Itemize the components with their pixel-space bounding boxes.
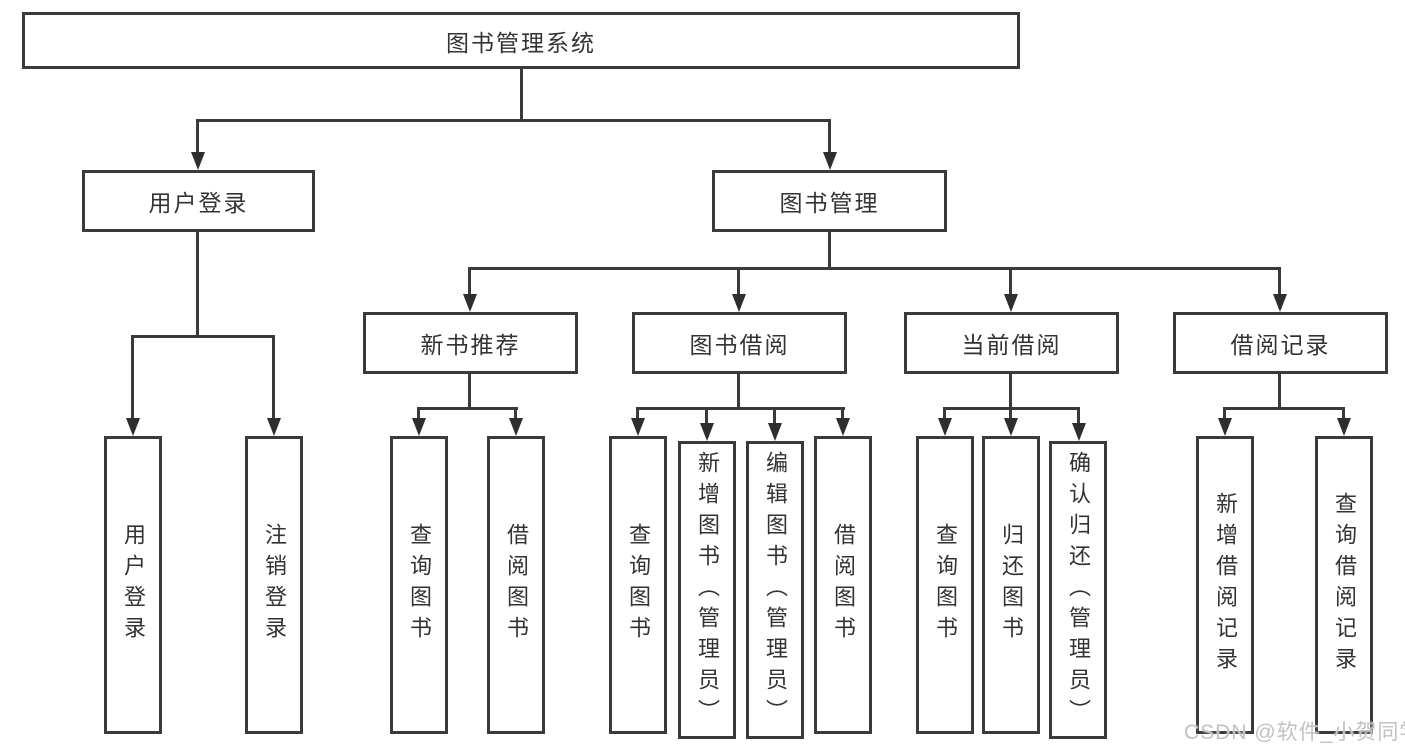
arrowhead-icon bbox=[509, 418, 523, 436]
node-user-login: 用户登录 bbox=[82, 170, 315, 232]
node-borrowing-records: 借阅记录 bbox=[1173, 312, 1388, 374]
arrowhead-icon bbox=[631, 418, 645, 436]
connector-line bbox=[841, 407, 844, 419]
connector-line bbox=[1009, 267, 1012, 295]
arrowhead-icon bbox=[700, 423, 714, 441]
leaf-label: 新增借阅记录 bbox=[1213, 492, 1238, 678]
leaf-user-login: 用户登录 bbox=[104, 436, 162, 734]
arrowhead-icon bbox=[1072, 423, 1086, 441]
leaf-add-books-admin: 新增图书（管理员） bbox=[678, 441, 736, 739]
connector-line bbox=[468, 374, 471, 408]
connector-line bbox=[705, 407, 708, 424]
arrowhead-icon bbox=[836, 418, 850, 436]
connector-line bbox=[1224, 407, 1345, 410]
node-label: 图书借阅 bbox=[689, 332, 790, 358]
leaf-label: 新增图书（管理员） bbox=[695, 450, 720, 730]
leaf-query-books-current: 查询图书 bbox=[916, 436, 974, 734]
connector-line bbox=[468, 267, 471, 295]
node-label: 图书管理系统 bbox=[446, 29, 596, 56]
connector-line bbox=[1342, 407, 1345, 419]
arrowhead-icon bbox=[412, 418, 426, 436]
node-label: 图书管理 bbox=[779, 190, 880, 216]
node-label: 借阅记录 bbox=[1230, 332, 1331, 358]
arrowhead-icon bbox=[1273, 294, 1287, 312]
node-book-borrowing: 图书借阅 bbox=[632, 312, 847, 374]
connector-line bbox=[637, 407, 845, 410]
leaf-label: 用户登录 bbox=[121, 523, 146, 647]
leaf-query-books-borrowing: 查询图书 bbox=[609, 436, 667, 734]
connector-line bbox=[828, 232, 831, 268]
connector-line bbox=[1223, 407, 1226, 419]
connector-line bbox=[196, 232, 199, 336]
connector-line bbox=[514, 407, 517, 419]
arrowhead-icon bbox=[1337, 418, 1351, 436]
leaf-label: 确认归还（管理员） bbox=[1066, 450, 1091, 730]
node-label: 新书推荐 bbox=[420, 332, 521, 358]
connector-line bbox=[1278, 267, 1281, 295]
leaf-label: 借阅图书 bbox=[504, 523, 529, 647]
connector-line bbox=[197, 119, 830, 122]
connector-line bbox=[773, 407, 776, 424]
connector-line bbox=[196, 119, 199, 153]
csdn-watermark: CSDN @软件_小贺同学 bbox=[1184, 721, 1405, 744]
leaf-return-books: 归还图书 bbox=[982, 436, 1040, 734]
leaf-confirm-return-admin: 确认归还（管理员） bbox=[1049, 441, 1107, 739]
connector-line bbox=[943, 407, 946, 419]
node-library-system: 图书管理系统 bbox=[22, 12, 1020, 69]
connector-line bbox=[418, 407, 518, 410]
connector-line bbox=[737, 267, 740, 295]
leaf-borrow-books-recommend: 借阅图书 bbox=[487, 436, 545, 734]
arrowhead-icon bbox=[1004, 418, 1018, 436]
leaf-label: 查询借阅记录 bbox=[1332, 492, 1357, 678]
connector-line bbox=[417, 407, 420, 419]
leaf-label: 借阅图书 bbox=[831, 523, 856, 647]
arrowhead-icon bbox=[768, 423, 782, 441]
connector-line bbox=[469, 267, 1281, 270]
arrowhead-icon bbox=[1218, 418, 1232, 436]
connector-line bbox=[1278, 374, 1281, 408]
arrowhead-icon bbox=[938, 418, 952, 436]
leaf-label: 注销登录 bbox=[262, 523, 287, 647]
leaf-logout: 注销登录 bbox=[245, 436, 303, 734]
leaf-label: 查询图书 bbox=[626, 523, 651, 647]
connector-line bbox=[1009, 407, 1012, 419]
leaf-label: 查询图书 bbox=[933, 523, 958, 647]
arrowhead-icon bbox=[732, 294, 746, 312]
arrowhead-icon bbox=[823, 152, 837, 170]
leaf-label: 编辑图书（管理员） bbox=[763, 450, 788, 730]
connector-line bbox=[737, 374, 740, 408]
leaf-add-borrow-record: 新增借阅记录 bbox=[1196, 436, 1254, 734]
node-label: 当前借阅 bbox=[961, 332, 1062, 358]
arrowhead-icon bbox=[1004, 294, 1018, 312]
arrowhead-icon bbox=[191, 152, 205, 170]
connector-line bbox=[636, 407, 639, 419]
leaf-query-borrow-record: 查询借阅记录 bbox=[1315, 436, 1373, 734]
connector-line bbox=[132, 335, 274, 338]
arrowhead-icon bbox=[267, 418, 281, 436]
leaf-label: 归还图书 bbox=[999, 523, 1024, 647]
leaf-label: 查询图书 bbox=[407, 523, 432, 647]
connector-line bbox=[828, 119, 831, 153]
connector-line bbox=[520, 69, 523, 120]
arrowhead-icon bbox=[463, 294, 477, 312]
connector-line bbox=[944, 407, 1080, 410]
connector-line bbox=[272, 335, 275, 418]
leaf-edit-books-admin: 编辑图书（管理员） bbox=[746, 441, 804, 739]
arrowhead-icon bbox=[126, 418, 140, 436]
node-label: 用户登录 bbox=[148, 190, 249, 216]
connector-line bbox=[131, 335, 134, 418]
connector-line bbox=[1009, 374, 1012, 408]
node-new-book-recommendation: 新书推荐 bbox=[363, 312, 578, 374]
connector-line bbox=[1077, 407, 1080, 424]
node-current-borrowing: 当前借阅 bbox=[904, 312, 1119, 374]
leaf-borrow-books: 借阅图书 bbox=[814, 436, 872, 734]
node-book-management: 图书管理 bbox=[712, 170, 947, 232]
leaf-query-books-recommend: 查询图书 bbox=[390, 436, 448, 734]
